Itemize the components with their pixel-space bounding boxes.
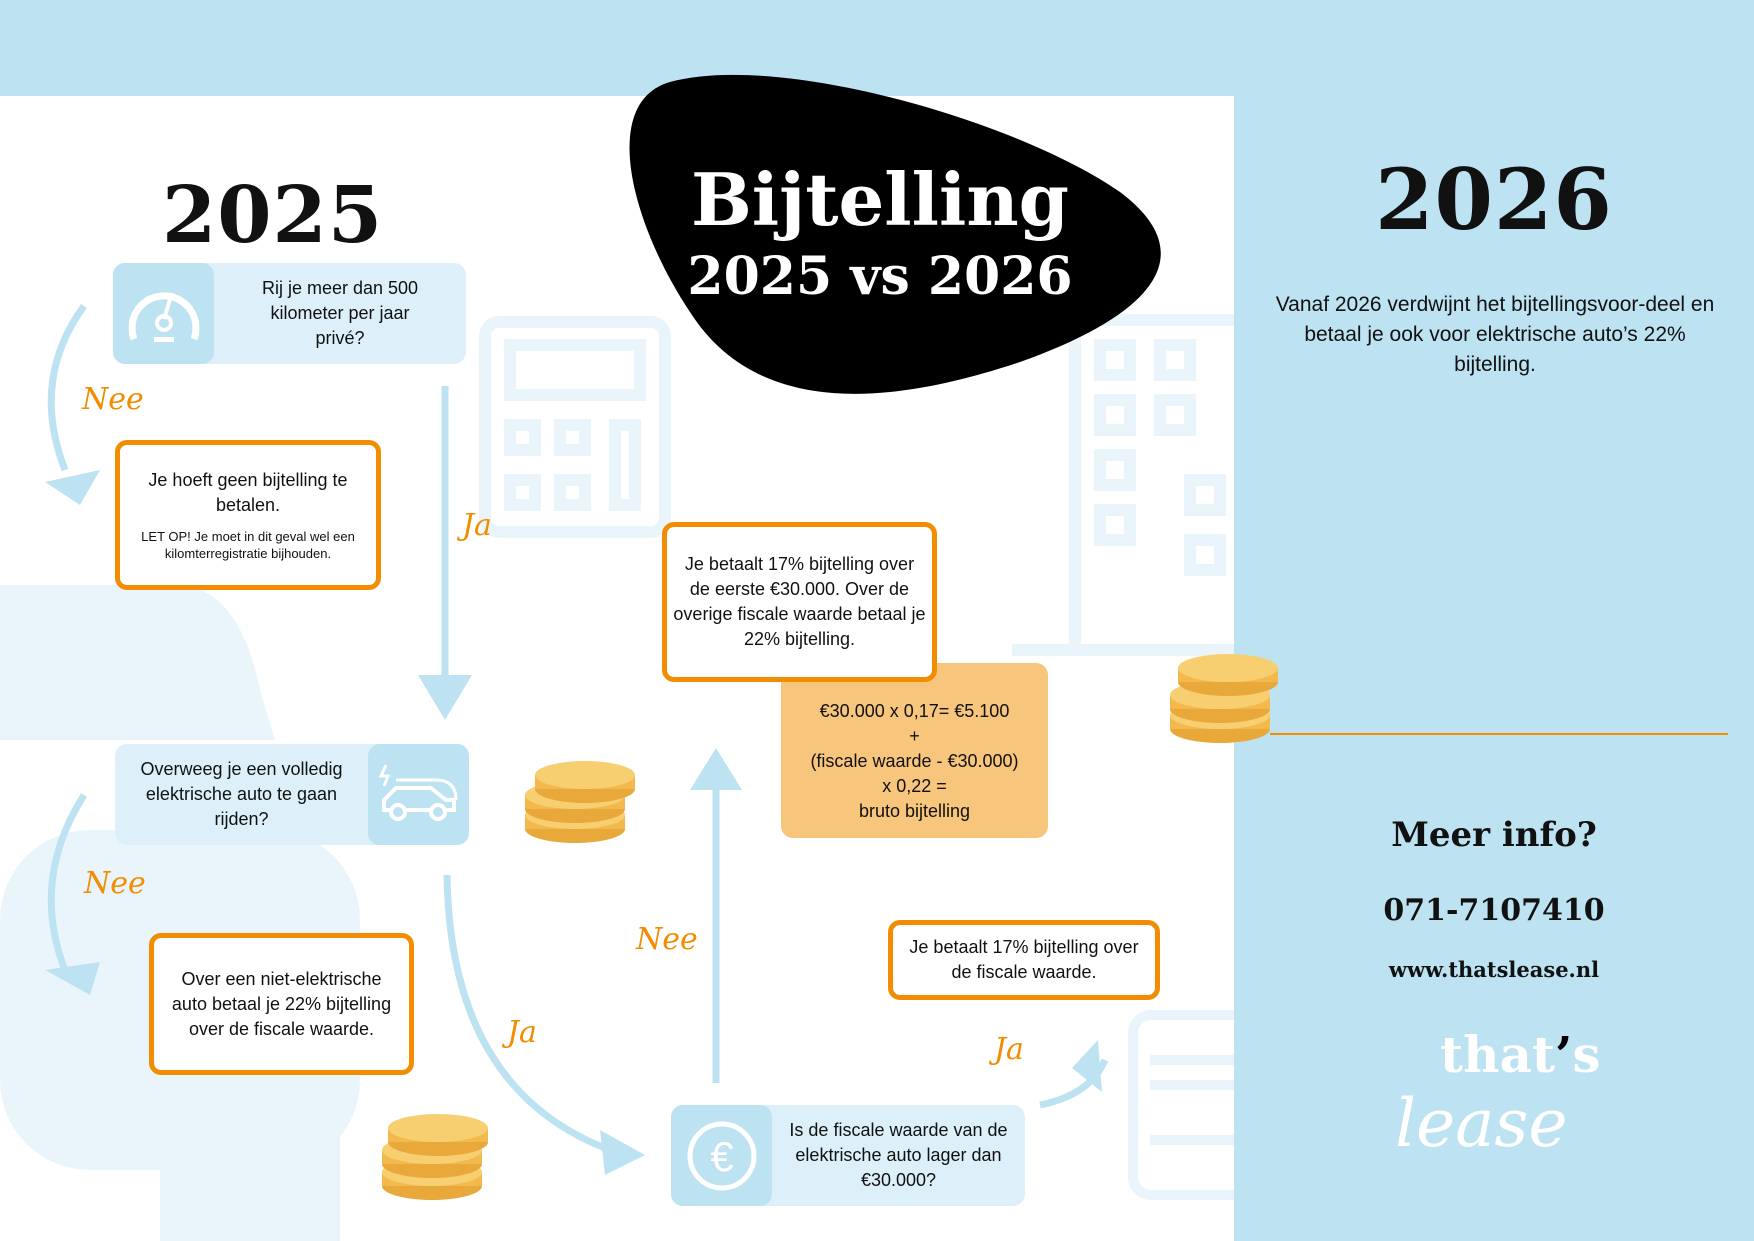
formula-line: bruto bijtelling [858,801,971,821]
year-2026: 2026 [1375,150,1613,249]
more-info-heading: Meer info? [1391,815,1597,855]
result-17-percent: Je betaalt 17% bijtelling over de fiscal… [888,920,1160,1000]
result-no-tax-note: LET OP! Je moet in dit geval wel een kil… [141,529,355,561]
speedometer-icon [113,263,214,364]
coin-stacks [382,654,1278,1200]
formula-line: x 0,22 = [882,776,947,796]
background-illustrations [0,303,1234,1241]
question-km: Rij je meer dan 500 kilometer per jaar p… [113,263,466,364]
question-fiscal-value-text: Is de fiscale waarde van de elektrische … [789,1120,1008,1190]
subtitle: 2025 vs 2026 [687,246,1073,307]
question-km-text: Rij je meer dan 500 kilometer per jaar p… [261,278,419,348]
coins-icon [1170,654,1278,743]
coins-icon [525,761,635,843]
formula-line: €30.000 x 0,17= €5.100 [819,701,1010,721]
label-ja-2: Ja [507,1015,537,1050]
calculator-icon [479,316,671,538]
svg-text:that’s: that’s [1440,1025,1601,1084]
label-nee-2: Nee [84,866,146,901]
title-blob [629,74,1161,394]
building-icon [1012,314,1234,656]
label-nee-3: Nee [636,922,698,957]
website-link[interactable]: www.thatslease.nl [1388,957,1600,982]
arrow-heads [45,470,1102,1175]
result-non-electric: Over een niet-elektrische auto betaal je… [149,933,414,1075]
phone-number[interactable]: 071-7107410 [1383,893,1605,928]
question-fiscal-value: € Is de fiscale waarde van de elektrisch… [671,1105,1025,1206]
result-no-tax: Je hoeft geen bijtelling te betalen. LET… [115,440,381,590]
question-electric: Overweeg je een volledig elektrische aut… [115,744,469,845]
label-ja-1: Ja [462,508,492,543]
year-2025: 2025 [162,170,384,261]
flow-arrows [47,303,1109,1154]
euro-coin-icon: € [671,1105,772,1206]
coins-icon [382,1114,488,1200]
divider [1270,733,1728,735]
thats-lease-logo: that’s lease [1395,1025,1601,1160]
result-no-tax-text: Je hoeft geen bijtelling te betalen. [148,470,348,515]
formula-line: + [909,726,920,746]
svg-text:lease: lease [1395,1085,1567,1160]
formula-box: €30.000 x 0,17= €5.100 + (fiscale waarde… [781,663,1048,838]
right-panel-2026 [1234,0,1754,1241]
label-nee-1: Nee [82,382,144,417]
label-ja-3: Ja [994,1032,1024,1067]
svg-text:€: € [710,1133,733,1180]
electric-car-icon [368,744,469,845]
tax-document-icon [1128,1010,1234,1200]
formula-line: (fiscale waarde - €30.000) [810,751,1019,771]
question-electric-text: Overweeg je een volledig elektrische aut… [140,759,343,829]
change-2026-text: Vanaf 2026 verdwijnt het bijtellingsvoor… [1275,293,1715,376]
title: Bijtelling [690,157,1070,242]
result-split-rate: Je betaalt 17% bijtelling over de eerste… [662,522,937,682]
